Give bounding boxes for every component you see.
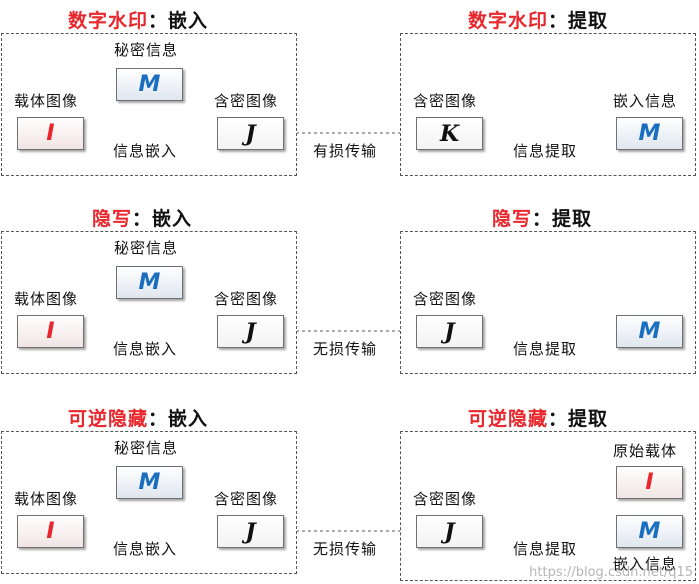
received-stego-label: 含密图像 [413, 490, 478, 508]
secret-node: M [116, 68, 183, 101]
secret-node: M [116, 266, 183, 299]
carrier-node: I [17, 515, 84, 548]
extract-panel [400, 231, 696, 374]
secret-info-label: 秘密信息 [114, 239, 179, 257]
stego-label: 含密图像 [214, 490, 279, 508]
secret-node: M [116, 466, 183, 499]
output-node: M [616, 315, 683, 348]
carrier-label: 载体图像 [14, 490, 79, 508]
transmit-label: 无损传输 [313, 340, 378, 358]
received-node: J [416, 515, 483, 548]
source-watermark: https://blog.csdn.net/q15 [529, 565, 693, 580]
secret-info-label: 秘密信息 [114, 41, 179, 59]
stego-label: 含密图像 [214, 290, 279, 308]
embed-panel [1, 431, 297, 574]
secret-info-label: 秘密信息 [114, 439, 179, 457]
extract-title: 隐写：提取 [492, 208, 593, 230]
output-node: M [616, 515, 683, 548]
output-node: M [616, 117, 683, 150]
received-stego-label: 含密图像 [413, 290, 478, 308]
stego-label: 含密图像 [214, 92, 279, 110]
carrier-node: I [17, 117, 84, 150]
extract-edge-label: 信息提取 [513, 142, 578, 160]
output-label: 嵌入信息 [613, 92, 678, 110]
received-node: J [416, 315, 483, 348]
embed-edge-label: 信息嵌入 [113, 142, 178, 160]
original-carrier-label: 原始载体 [613, 442, 678, 460]
embed-panel [1, 231, 297, 374]
carrier-label: 载体图像 [14, 290, 79, 308]
stego-node: J [217, 117, 284, 150]
extract-panel [400, 33, 696, 176]
transmit-label: 无损传输 [313, 540, 378, 558]
embed-title: 数字水印：嵌入 [68, 10, 209, 32]
stego-node: J [217, 515, 284, 548]
carrier-label: 载体图像 [14, 92, 79, 110]
embed-panel [1, 33, 297, 176]
embed-edge-label: 信息嵌入 [113, 540, 178, 558]
extract-panel [400, 431, 696, 581]
embed-edge-label: 信息嵌入 [113, 340, 178, 358]
extract-edge-label: 信息提取 [513, 540, 578, 558]
extract-edge-label: 信息提取 [513, 340, 578, 358]
received-stego-label: 含密图像 [413, 92, 478, 110]
extract-title: 可逆隐藏：提取 [468, 408, 609, 430]
transmit-label: 有损传输 [313, 142, 378, 160]
stego-node: J [217, 315, 284, 348]
embed-title: 隐写：嵌入 [92, 208, 193, 230]
received-node: K [416, 117, 483, 150]
embed-title: 可逆隐藏：嵌入 [68, 408, 209, 430]
original-carrier-node: I [616, 466, 683, 499]
output-label: 嵌入信息 [613, 555, 678, 573]
extract-title: 数字水印：提取 [468, 10, 609, 32]
carrier-node: I [17, 315, 84, 348]
